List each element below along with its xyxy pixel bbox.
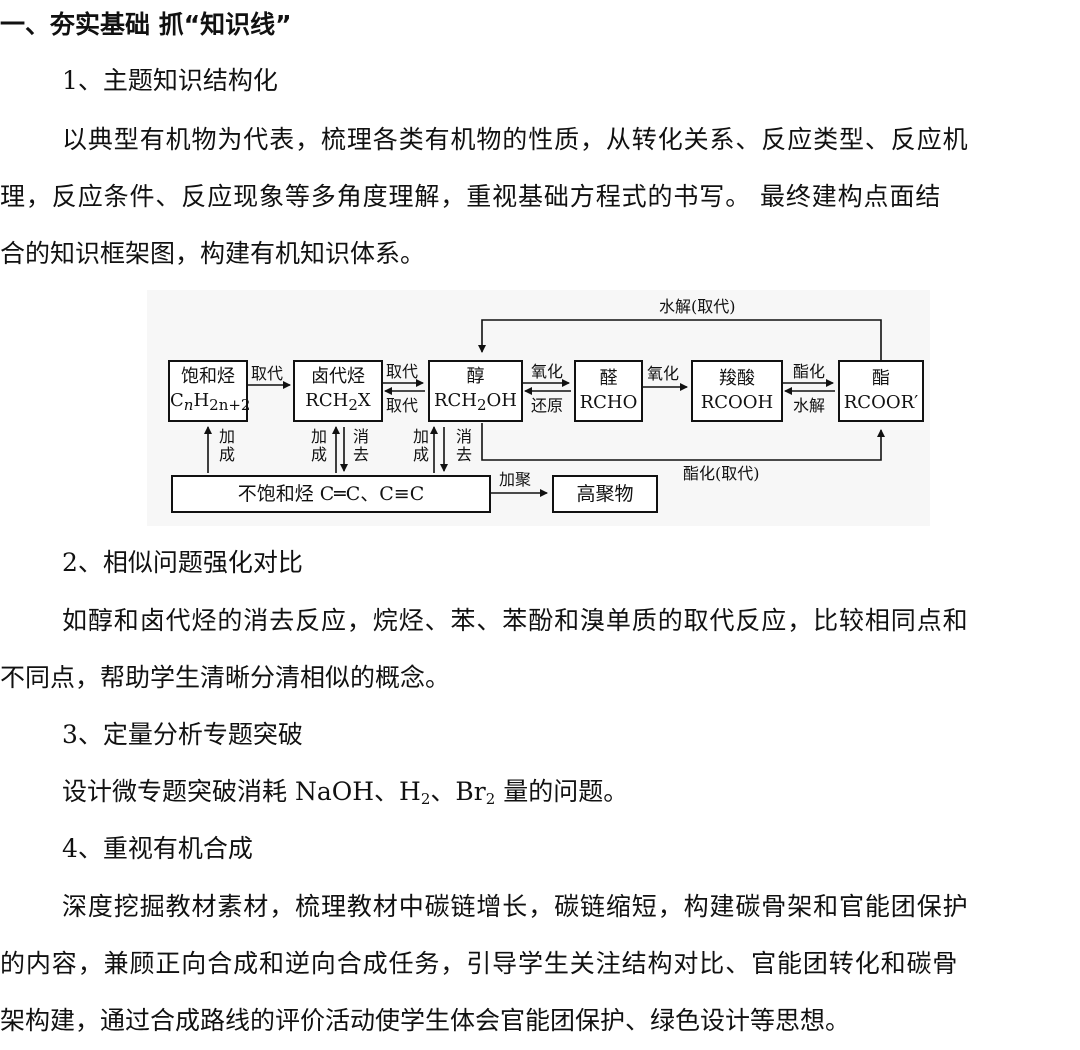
paragraph-line: 架构建，通过合成路线的评价活动使学生体会官能团保护、绿色设计等思想。 [0, 1006, 851, 1035]
node-name: 卤代烃 [311, 366, 365, 387]
label-oxidation: 氧化 [647, 364, 680, 383]
node-carboxylic-acid: 羧酸 RCOOH [691, 360, 783, 422]
section-title: 一、夯实基础 抓“知识线” [0, 10, 292, 39]
node-formula: RCH2OH [433, 390, 518, 414]
node-name: 高聚物 [576, 483, 634, 505]
label-substitution: 取代 [251, 364, 284, 383]
paragraph-line: 深度挖掘教材素材，梳理教材中碳链增长，碳链缩短，构建碳骨架和官能团保护 [62, 892, 969, 921]
diagram-arrows [204, 319, 885, 497]
paragraph-line: 不同点，帮助学生清晰分清相似的概念。 [0, 663, 451, 692]
paragraph-line: 合的知识框架图，构建有机知识体系。 [0, 239, 426, 268]
node-formula: RCHO [579, 392, 638, 413]
label-reduction: 还原 [531, 396, 564, 415]
label-esterification: 酯化 [793, 362, 826, 381]
node-polymer: 高聚物 [552, 475, 658, 513]
node-formula: RCOOH [700, 392, 774, 413]
label-addition: 加成 [308, 428, 327, 464]
paragraph-line: 的内容，兼顾正向合成和逆向合成任务，引导学生关注结构对比、官能团转化和碳骨 [0, 949, 959, 978]
node-aldehyde: 醛 RCHO [574, 360, 643, 422]
node-unsaturated-hydrocarbon: 不饱和烃 C═C、C≡C [171, 475, 491, 513]
node-name: 不饱和烃 C═C、C≡C [237, 483, 425, 505]
node-saturated-hydrocarbon: 饱和烃 CnH2n+2 [168, 360, 251, 422]
subsection-3-title: 3、定量分析专题突破 [62, 720, 303, 749]
label-hydrolysis: 水解 [793, 396, 826, 415]
label-esterification-substitution: 酯化(取代) [683, 464, 760, 483]
subsection-1-title: 1、主题知识结构化 [62, 66, 278, 95]
label-elimination: 消去 [453, 428, 472, 464]
node-ester: 酯 RCOOR′ [838, 360, 924, 422]
label-substitution: 取代 [386, 362, 419, 381]
node-formula: CnH2n+2 [170, 390, 251, 414]
node-name: 醇 [466, 366, 485, 387]
node-name: 羧酸 [719, 368, 755, 389]
paragraph-line: 以典型有机物为代表，梳理各类有机物的性质，从转化关系、反应类型、反应机 [62, 125, 969, 154]
subsection-2-title: 2、相似问题强化对比 [62, 548, 303, 577]
node-formula: RCOOR′ [843, 392, 919, 413]
paragraph-line: 理，反应条件、反应现象等多角度理解，重视基础方程式的书写。 最终建构点面结 [0, 182, 942, 211]
label-addition: 加成 [216, 428, 235, 464]
label-addition: 加成 [410, 428, 429, 464]
node-name: 饱和烃 [181, 366, 235, 387]
label-addition-polymerization: 加聚 [499, 470, 532, 489]
node-formula: RCH2X [305, 390, 371, 414]
paragraph-line: 如醇和卤代烃的消去反应，烷烃、苯、苯酚和溴单质的取代反应，比较相同点和 [62, 606, 969, 635]
label-elimination: 消去 [350, 428, 369, 464]
node-name: 醛 [599, 368, 618, 389]
organic-reaction-diagram: 饱和烃 CnH2n+2 卤代烃 RCH2X 醇 RCH2OH 醛 RCHO 羧酸… [147, 290, 930, 526]
node-haloalkane: 卤代烃 RCH2X [293, 360, 383, 422]
label-hydrolysis-substitution: 水解(取代) [659, 297, 736, 316]
subsection-4-title: 4、重视有机合成 [62, 834, 253, 863]
label-oxidation: 氧化 [531, 362, 564, 381]
node-alcohol: 醇 RCH2OH [428, 360, 523, 422]
paragraph-line: 设计微专题突破消耗 NaOH、H2、Br2 量的问题。 [62, 777, 629, 808]
label-substitution: 取代 [386, 396, 419, 415]
node-name: 酯 [872, 368, 890, 389]
